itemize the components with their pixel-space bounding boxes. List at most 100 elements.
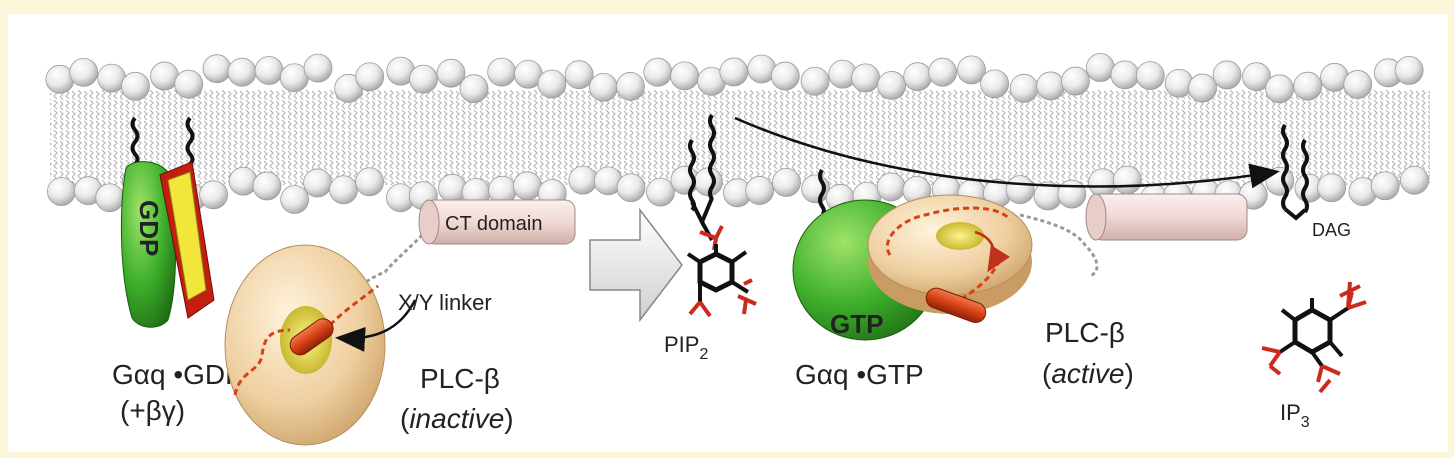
lipid-head: [69, 57, 99, 87]
lipid-head: [980, 69, 1010, 99]
lipid-head: [1394, 55, 1424, 85]
lipid-head: [670, 61, 700, 91]
lipid-head: [957, 55, 986, 85]
lipid-head: [436, 58, 466, 88]
lipid-head: [772, 167, 801, 197]
pip2-label: PIP: [664, 332, 699, 357]
lipid-head: [512, 171, 542, 201]
lipid-tails: [50, 90, 1430, 185]
ip3-subscript: 3: [1301, 414, 1310, 431]
lipid-head: [280, 185, 310, 214]
lipid-head: [1005, 175, 1035, 205]
linker-path: [233, 284, 379, 396]
lipid-head: [876, 172, 906, 202]
lipid-head: [228, 166, 258, 196]
plcb-inactive-state: (inactive): [400, 403, 514, 434]
lipid-head: [564, 60, 594, 90]
gaq-gdp-label: Gαq •GDP: [112, 359, 244, 390]
svg-text:PIP2: PIP2: [664, 332, 708, 363]
ct-domain-cylinder-right: [1085, 193, 1248, 241]
lipid-head: [1135, 61, 1165, 91]
lipid-head: [355, 167, 385, 197]
lipid-head: [1164, 68, 1194, 98]
pip2-subscript: 2: [699, 346, 708, 363]
lipid-head: [745, 176, 775, 205]
displacement-arrow: [974, 230, 1011, 273]
dag-molecule: DAG: [1281, 123, 1351, 240]
plcb-active-label: PLC-β: [1045, 317, 1125, 348]
lipid-head: [719, 57, 749, 87]
lipid-head: [646, 177, 675, 207]
plcb-active-state: (active): [1042, 358, 1134, 389]
lipid-head: [95, 183, 125, 213]
lipid-anchor: [185, 116, 195, 166]
lipid-head: [174, 69, 204, 99]
lipid-head: [150, 61, 179, 91]
lipid-head: [616, 173, 646, 203]
lipid-head: [1212, 60, 1242, 90]
lipid-head: [568, 165, 598, 195]
lipid-head: [199, 180, 229, 210]
lipid-head: [121, 71, 150, 101]
lipid-head: [252, 171, 282, 201]
g-alpha-q-gdp-complex: GDP Gαq •GDP (+βγ): [112, 116, 244, 426]
lipid-head: [355, 62, 385, 92]
active-site-pocket-open: [936, 222, 984, 250]
xy-linker-label: X/Y linker: [398, 290, 492, 315]
lipid-head: [1265, 166, 1295, 196]
lipid-head: [1057, 179, 1087, 209]
transition-arrow: [589, 207, 683, 323]
lipid-head: [589, 72, 618, 102]
lipid-head: [202, 54, 232, 84]
lipid-head: [409, 64, 438, 94]
hydrolysis-arrow: [734, 116, 1280, 189]
lipid-head: [227, 57, 257, 87]
lipid-head: [1088, 168, 1117, 198]
gtp-badge: GTP: [830, 309, 883, 339]
ip3-label: IP: [1280, 400, 1301, 425]
lipid-head: [254, 56, 284, 85]
lipid-head: [643, 57, 673, 87]
lipid-head: [1370, 171, 1400, 201]
lipid-head: [1317, 173, 1347, 203]
g-alpha-subunit: [120, 161, 177, 328]
xy-linker-rod: [289, 318, 334, 356]
lipid-head: [616, 72, 645, 101]
linker-tether-active: [1019, 213, 1099, 278]
lipid-anchor: [130, 116, 140, 166]
lipid-head: [1343, 70, 1373, 99]
lipid-head: [329, 175, 358, 205]
lipid-head: [770, 61, 800, 91]
lipid-head: [1188, 73, 1218, 103]
gaq-gtp-label: Gαq •GTP: [795, 359, 924, 390]
lipid-head: [46, 177, 76, 206]
dag-label: DAG: [1312, 220, 1351, 240]
lipid-head: [1009, 73, 1039, 103]
lipid-head: [1061, 66, 1090, 96]
ct-domain-label: CT domain: [445, 213, 542, 235]
plcb-inactive-label: PLC-β: [420, 363, 500, 394]
lipid-bilayer: [45, 53, 1430, 214]
lipid-head: [928, 57, 957, 87]
ip3-molecule: IP3: [1261, 281, 1367, 431]
lipid-head: [1265, 74, 1294, 104]
ct-domain-cylinder: [418, 199, 576, 245]
svg-text:IP3: IP3: [1280, 400, 1310, 431]
g-beta-gamma-yellow: [167, 171, 207, 301]
lipid-head: [1036, 71, 1065, 101]
lipid-head: [903, 62, 933, 92]
lipid-head: [1112, 165, 1142, 195]
plc-beta-inactive: CT domain X/Y linker PLC-β (inactive): [224, 199, 576, 446]
lipid-head: [459, 74, 489, 104]
beta-gamma-label: (+βγ): [120, 395, 185, 426]
lipid-head: [851, 63, 881, 93]
pip2-molecule: PIP2: [664, 113, 757, 363]
gdp-badge: GDP: [134, 200, 164, 256]
lipid-head: [1242, 62, 1271, 92]
lipid-head: [877, 71, 907, 100]
lipid-head: [1110, 60, 1140, 90]
lipid-head: [1085, 53, 1115, 82]
plc-beta-active: PLC-β (active): [867, 194, 1134, 389]
